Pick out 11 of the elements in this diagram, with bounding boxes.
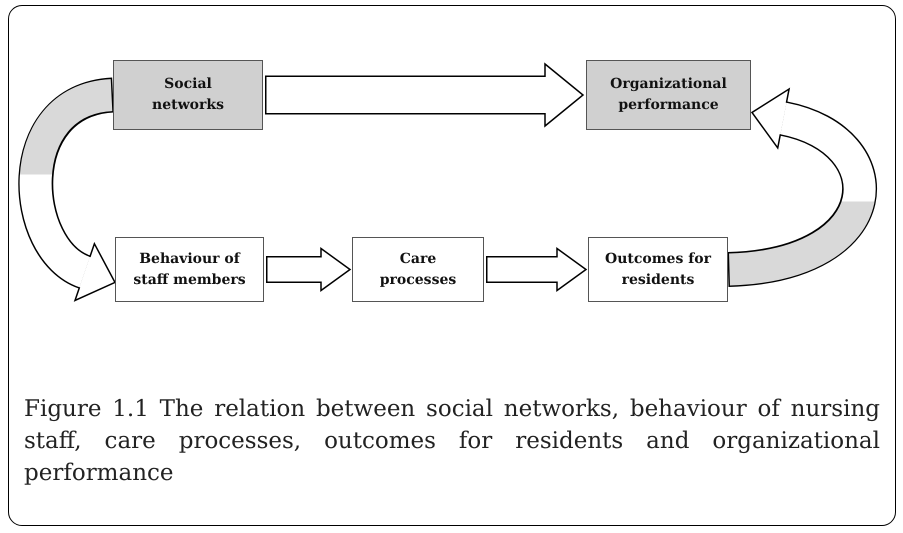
process-box <box>113 60 263 130</box>
process-box <box>586 60 751 130</box>
box-label: Social networks <box>151 75 225 115</box>
process-box <box>588 237 728 302</box>
box-label: Organizational performance <box>609 75 728 115</box>
box-label: Outcomes for residents <box>604 250 712 290</box>
figure-caption: Figure 1.1 The relation between social networks, behaviour of nursing staff, care processes, outcomes for residents and organizational performance <box>24 395 880 488</box>
process-box <box>115 237 264 302</box>
box-label: Behaviour of staff members <box>132 250 247 290</box>
process-box <box>352 237 484 302</box>
box-label: Care processes <box>378 250 458 290</box>
